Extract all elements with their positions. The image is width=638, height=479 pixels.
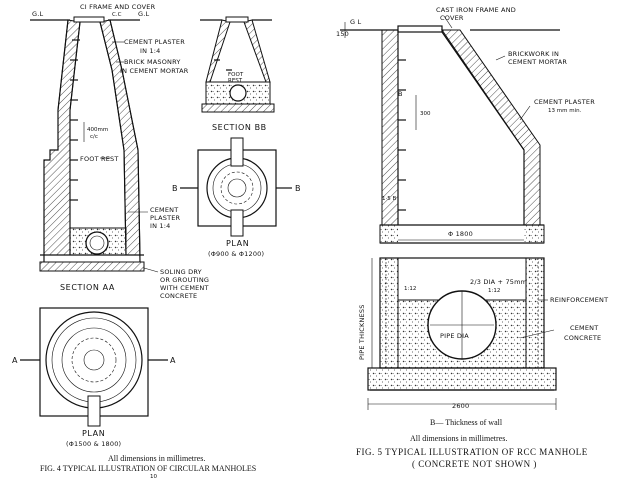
fig5-subcaption: ( CONCRETE NOT SHOWN ) xyxy=(412,459,537,469)
ratio-left: 1:12 xyxy=(404,286,416,292)
cement-concrete-1: CEMENT xyxy=(570,324,598,332)
cement-plaster-label: CEMENT PLASTER xyxy=(124,38,185,46)
dia-label-1: 2/3 DIA + 75mm xyxy=(470,278,527,286)
left-dimensions-note: All dimensions in millimetres. xyxy=(108,454,205,463)
section-bb-title: SECTION BB xyxy=(212,123,267,132)
b-left-marker: B xyxy=(172,184,178,193)
section-aa-drawing xyxy=(30,16,145,272)
soling-l1: SOLING DRY xyxy=(160,268,202,276)
spacing-cc-label: c/c xyxy=(90,134,98,140)
soling-l3: WITH CEMENT xyxy=(160,284,209,292)
cement-plaster-ratio: IN 1:4 xyxy=(140,47,161,55)
gl-left-label: G.L xyxy=(32,10,44,18)
soling-l4: CONCRETE xyxy=(160,292,197,300)
dim-150: 150 xyxy=(336,30,349,38)
cement-plaster2-l1: CEMENT xyxy=(150,206,178,214)
plaster-label-1: CEMENT PLASTER xyxy=(534,98,595,106)
plan-small-title: PLAN xyxy=(226,239,249,248)
spacing-label: 400mm xyxy=(87,127,108,133)
frame-label-2: COVER xyxy=(440,14,464,22)
plan-large-dims: (Φ1500 & 1800) xyxy=(66,440,121,448)
rcc-manhole-figure xyxy=(340,15,560,410)
fig4-caption: FIG. 4 TYPICAL ILLUSTRATION OF CIRCULAR … xyxy=(40,464,256,473)
section-aa-title: SECTION AA xyxy=(60,283,115,292)
gl-right-label: G.L xyxy=(138,10,150,18)
cement-mortar-label: IN CEMENT MORTAR xyxy=(120,67,189,75)
fig5-caption: FIG. 5 TYPICAL ILLUSTRATION OF RCC MANHO… xyxy=(356,447,588,457)
foot-rest-label: FOOT REST xyxy=(80,155,119,163)
foot-rest-steps xyxy=(70,39,80,201)
dim-2600: 2600 xyxy=(452,402,469,410)
b-right-marker: B xyxy=(295,184,301,193)
brick-masonry-label: BRICK MASONRY xyxy=(124,58,181,66)
cement-concrete-2: CONCRETE xyxy=(564,334,601,342)
cc-label: C.C xyxy=(112,12,122,18)
b-mark: B xyxy=(398,90,403,98)
bb-foot-label: FOOT xyxy=(228,72,244,78)
dim-15b: 1·5 B xyxy=(382,196,396,202)
right-dimensions-note: All dimensions in millimetres. xyxy=(410,434,507,443)
legend-b: B— Thickness of wall xyxy=(430,418,503,427)
dim-1800: Φ 1800 xyxy=(448,230,473,238)
brickwork-label-1: BRICKWORK IN xyxy=(508,50,559,58)
frame-cover-label: CI FRAME AND COVER xyxy=(80,3,156,11)
plan-large-drawing xyxy=(20,307,168,427)
step-irons xyxy=(398,59,406,211)
frame-label-1: CAST IRON FRAME AND xyxy=(436,6,516,14)
plan-large-title: PLAN xyxy=(82,429,105,438)
reinforcement-label: REINFORCEMENT xyxy=(550,296,608,304)
dim-300: 300 xyxy=(420,111,431,117)
plaster-label-2: 13 mm min. xyxy=(548,108,582,114)
a-right-marker: A xyxy=(170,356,176,365)
plan-small-dims: (Φ900 & Φ1200) xyxy=(208,250,264,258)
page-number: 10 xyxy=(150,474,157,479)
a-left-marker: A xyxy=(12,356,18,365)
section-bb-drawing xyxy=(200,16,275,113)
pipe-thickness-label: PIPE THICKNESS xyxy=(358,304,366,360)
brickwork-label-2: CEMENT MORTAR xyxy=(508,58,567,66)
cement-plaster2-l3: IN 1:4 xyxy=(150,222,171,230)
bb-rest-label: REST xyxy=(228,78,243,84)
circular-manhole-figure xyxy=(20,16,292,427)
pipe-dia-label: PIPE DIA xyxy=(440,332,469,340)
plan-small-drawing xyxy=(180,137,292,237)
soling-l2: OR GROUTING xyxy=(160,276,209,284)
dia-label-2: 1:12 xyxy=(488,288,500,294)
cement-plaster2-l2: PLASTER xyxy=(150,214,181,222)
gl-label-right: G L xyxy=(350,18,362,26)
